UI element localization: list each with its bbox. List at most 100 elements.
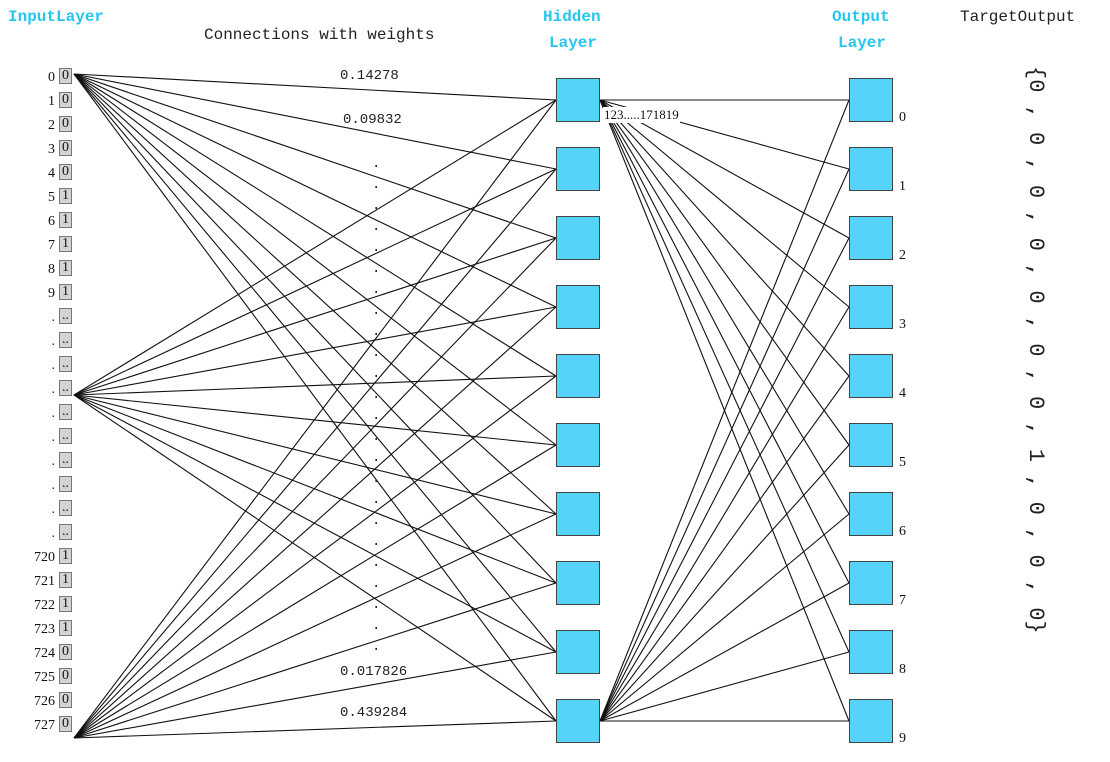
input-index: . — [51, 310, 56, 325]
weight-label: 0.09832 — [343, 112, 402, 128]
input-value-cell: .. — [59, 524, 72, 540]
hidden-node — [556, 354, 600, 398]
output-node-label: 9 — [899, 731, 906, 746]
input-index: 0 — [48, 70, 55, 85]
output-node — [849, 285, 893, 329]
input-hidden-connection — [73, 73, 557, 377]
target-output-vector: {0 , 0 , 0 , 0 , 0 , 0 , 0 , 1 , 0 , 0 ,… — [1018, 66, 1054, 746]
hidden-output-connection — [599, 582, 850, 722]
input-hidden-connection — [73, 394, 557, 653]
ellipsis-dot: . — [372, 618, 381, 634]
input-value-cell: .. — [59, 428, 72, 444]
output-node — [849, 216, 893, 260]
input-hidden-connection — [73, 720, 557, 739]
ellipsis-dot: . — [372, 429, 381, 445]
ellipsis-dot: . — [372, 450, 381, 466]
hidden-node — [556, 423, 600, 467]
input-hidden-connection — [73, 237, 557, 739]
hidden-output-connection — [599, 99, 850, 308]
weight-label: 0.017826 — [340, 664, 408, 680]
input-value-cell: 0 — [59, 116, 72, 132]
hidden-output-connection — [599, 513, 850, 722]
ellipsis-dot: . — [372, 576, 381, 592]
input-layer-title: InputLayer — [8, 8, 105, 26]
input-hidden-connection — [73, 306, 557, 739]
ellipsis-dot: . — [372, 198, 381, 214]
input-value-cell: .. — [59, 476, 72, 492]
hidden-output-connection — [599, 306, 850, 722]
input-index: 723 — [34, 622, 55, 637]
output-node-label: 0 — [899, 110, 906, 125]
input-index: 5 — [48, 190, 55, 205]
input-index: . — [51, 454, 56, 469]
output-node-label: 4 — [899, 386, 906, 401]
output-node — [849, 78, 893, 122]
ellipsis-dot: . — [372, 471, 381, 487]
input-index: 724 — [34, 646, 55, 661]
input-value-cell: .. — [59, 356, 72, 372]
hidden-node — [556, 699, 600, 743]
input-hidden-connection — [73, 73, 557, 653]
hidden-node — [556, 216, 600, 260]
input-value-cell: 0 — [59, 140, 72, 156]
input-value-cell: 0 — [59, 164, 72, 180]
ellipsis-dot: . — [372, 282, 381, 298]
input-hidden-connection — [73, 375, 557, 396]
input-index: . — [51, 334, 56, 349]
hidden-output-connection — [599, 168, 850, 722]
output-node — [849, 147, 893, 191]
ellipsis-dot: . — [372, 240, 381, 256]
input-hidden-connection — [73, 375, 557, 739]
hidden-output-connection — [599, 651, 850, 722]
input-index: 9 — [48, 286, 55, 301]
hidden-output-connection — [599, 237, 850, 722]
hidden-node — [556, 285, 600, 329]
hidden-node — [556, 492, 600, 536]
hidden-output-connection — [599, 99, 850, 584]
input-value-cell: .. — [59, 308, 72, 324]
input-hidden-connection — [73, 73, 557, 170]
input-hidden-connection — [73, 394, 557, 722]
input-index: 7 — [48, 238, 55, 253]
input-index: . — [51, 406, 56, 421]
ellipsis-dot: . — [372, 492, 381, 508]
hidden-node — [556, 630, 600, 674]
input-index: 720 — [34, 550, 55, 565]
input-hidden-connection — [73, 73, 557, 239]
hidden-layer-title-2: Layer — [549, 34, 598, 52]
target-output-values: {0 , 0 , 0 , 0 , 0 , 0 , 0 , 1 , 0 , 0 ,… — [1023, 66, 1048, 634]
input-value-cell: 0 — [59, 92, 72, 108]
weight-label: 0.14278 — [340, 68, 399, 84]
input-index: 8 — [48, 262, 55, 277]
hidden-output-weight-label: 123.....171819 — [603, 107, 680, 123]
hidden-output-connection — [599, 99, 850, 722]
input-hidden-connection — [73, 582, 557, 739]
output-node — [849, 354, 893, 398]
input-hidden-connection — [73, 394, 557, 515]
input-index: 721 — [34, 574, 55, 589]
input-value-cell: 0 — [59, 692, 72, 708]
hidden-node — [556, 78, 600, 122]
input-hidden-connection — [73, 444, 557, 739]
input-hidden-connection — [73, 73, 557, 722]
ellipsis-dot: . — [372, 156, 381, 172]
input-value-cell: 1 — [59, 572, 72, 588]
ellipsis-dot: . — [372, 534, 381, 550]
input-index: . — [51, 526, 56, 541]
ellipsis-dot: . — [372, 219, 381, 235]
input-hidden-connection — [73, 73, 557, 515]
output-node-label: 8 — [899, 662, 906, 677]
target-output-title: TargetOutput — [960, 8, 1076, 26]
output-node — [849, 561, 893, 605]
input-value-cell: 1 — [59, 236, 72, 252]
input-index: . — [51, 358, 56, 373]
ellipsis-dot: . — [372, 387, 381, 403]
input-value-cell: .. — [59, 452, 72, 468]
input-index: 722 — [34, 598, 55, 613]
output-node-label: 7 — [899, 593, 906, 608]
hidden-output-connection — [599, 99, 850, 377]
hidden-output-connection — [599, 375, 850, 722]
input-index: . — [51, 502, 56, 517]
hidden-node — [556, 147, 600, 191]
output-node — [849, 423, 893, 467]
